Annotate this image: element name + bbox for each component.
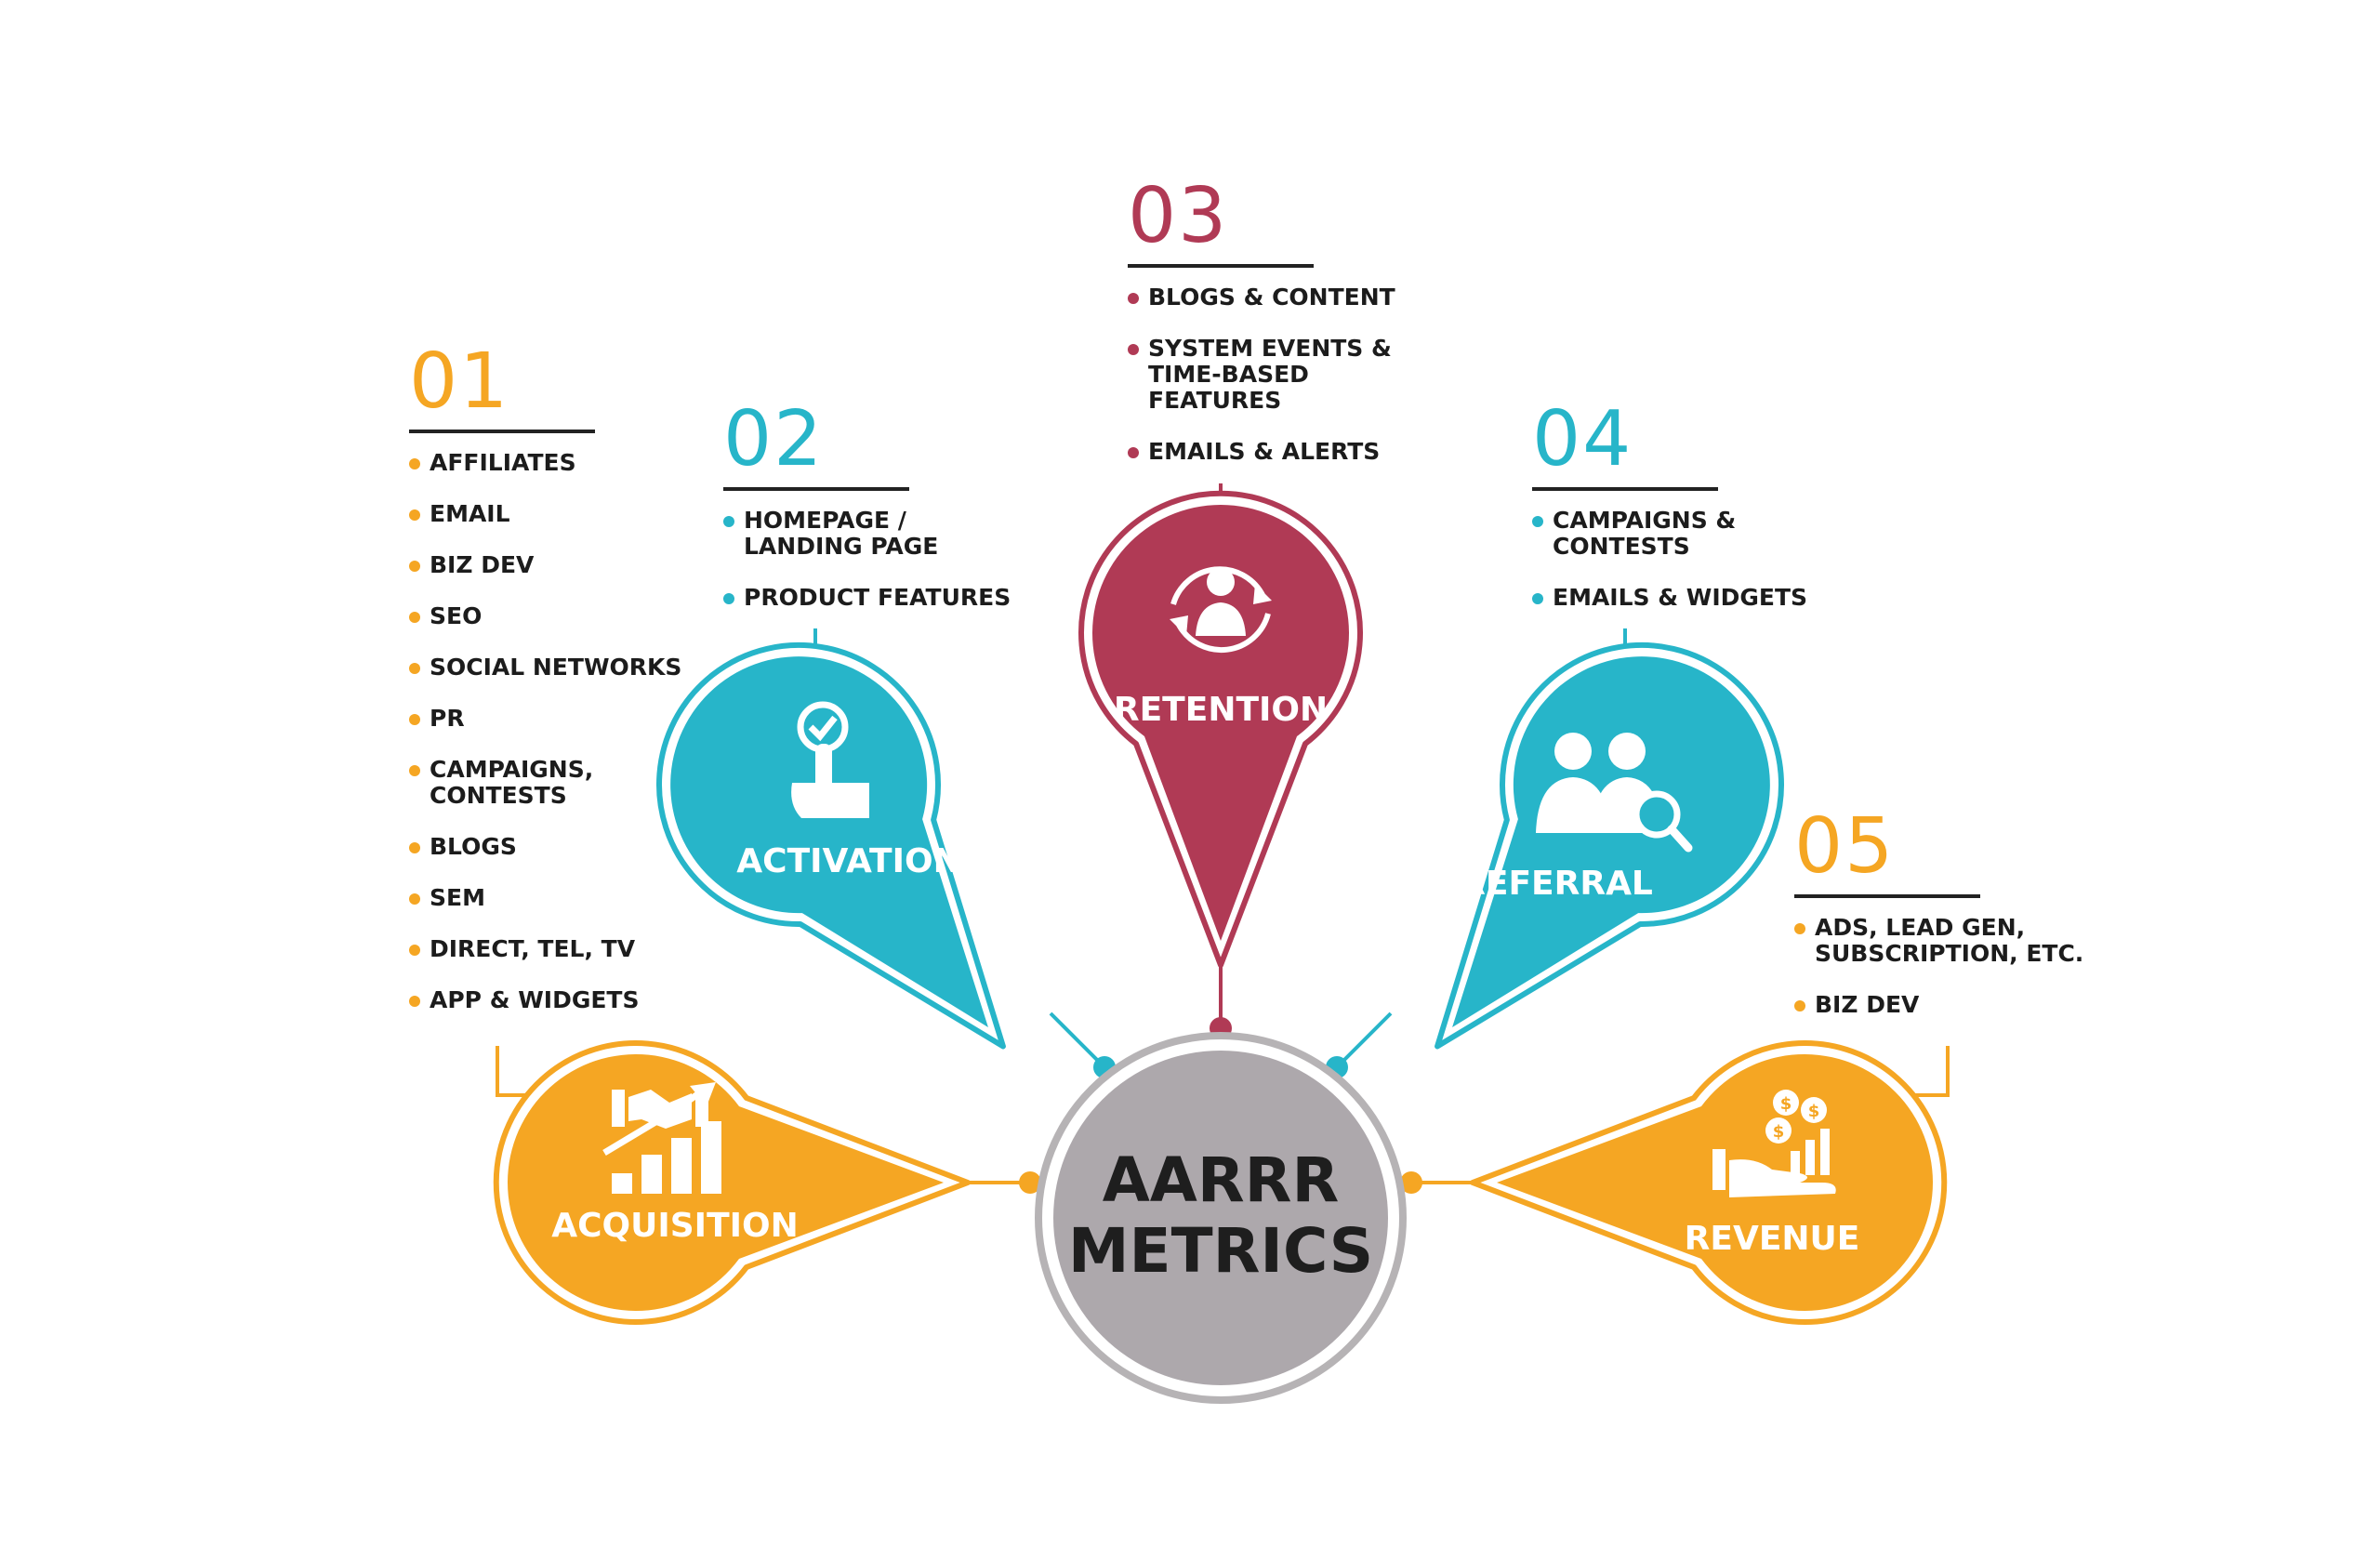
list-item: BLOGS & CONTENT [1128, 284, 1407, 311]
dot-acquisition [1019, 1171, 1041, 1194]
stage-rule-02 [723, 487, 909, 491]
stage-rule-03 [1128, 264, 1314, 268]
list-item: APP & WIDGETS [409, 987, 707, 1013]
stage-items-revenue: ADS, LEAD GEN,SUBSCRIPTION, ETC. BIZ DEV [1794, 915, 2092, 1018]
list-item: SEO [409, 603, 707, 629]
touch-check-icon [791, 701, 869, 818]
list-item: CAMPAIGNS,CONTESTS [409, 757, 707, 809]
list-item: BIZ DEV [409, 552, 707, 578]
list-item: EMAILS & WIDGETS [1532, 585, 1830, 611]
list-item: PRODUCT FEATURES [723, 585, 1021, 611]
stage-number-02: 02 [723, 395, 825, 483]
list-item: ADS, LEAD GEN,SUBSCRIPTION, ETC. [1794, 915, 2092, 967]
stage-label-retention: RETENTION [1114, 691, 1328, 729]
stage-rule-01 [409, 430, 595, 433]
list-item: SOCIAL NETWORKS [409, 654, 707, 681]
list-item: SEM [409, 885, 707, 911]
list-item: AFFILIATES [409, 450, 707, 476]
list-item: PR [409, 706, 707, 732]
stage-retention [1078, 490, 1363, 968]
stage-items-retention: BLOGS & CONTENT SYSTEM EVENTS &TIME-BASED… [1128, 284, 1407, 465]
stage-rule-04 [1532, 487, 1718, 491]
stage-items-activation: HOMEPAGE /LANDING PAGE PRODUCT FEATURES [723, 508, 1021, 611]
user-cycle-icon [1170, 566, 1272, 654]
handshake-growth-chart-icon [602, 1082, 721, 1194]
list-item: EMAIL [409, 501, 707, 527]
list-item: EMAILS & ALERTS [1128, 439, 1407, 465]
center-title-line2: METRICS [1068, 1215, 1373, 1287]
stage-label-acquisition: ACQUISITION [551, 1207, 799, 1245]
stage-items-acquisition: AFFILIATES EMAIL BIZ DEV SEO SOCIAL NETWORKS… [409, 450, 707, 1013]
stage-items-referral: CAMPAIGNS &CONTESTS EMAILS & WIDGETS [1532, 508, 1830, 611]
connector-referral-center [1335, 1012, 1393, 1069]
stage-revenue [1470, 1040, 1948, 1325]
people-search-icon [1536, 733, 1693, 853]
stage-number-01: 01 [409, 337, 510, 426]
stage-label-referral: REFERRAL [1460, 865, 1653, 903]
stage-label-revenue: REVENUE [1685, 1220, 1860, 1258]
stage-referral [1435, 641, 1784, 1050]
drop-fill-referral [1452, 656, 1770, 1027]
center-fill [1053, 1051, 1388, 1385]
stage-label-activation: ACTIVATION [736, 842, 960, 880]
drop-fill-activation [670, 656, 988, 1027]
stage-number-03: 03 [1128, 172, 1229, 260]
stage-block-05: 05 ADS, LEAD GEN,SUBSCRIPTION, ETC.BIZ D… [1794, 809, 2092, 1043]
list-item: HOMEPAGE /LANDING PAGE [723, 508, 1021, 560]
svg-text:$: $ [1808, 1102, 1820, 1121]
stage-activation [656, 641, 1006, 1050]
list-item: DIRECT, TEL, TV [409, 936, 707, 962]
list-item: BIZ DEV [1794, 992, 2092, 1018]
drop-fill-acquisition [508, 1054, 944, 1311]
center-circle: AARRR METRICS [1035, 1032, 1407, 1404]
svg-text:$: $ [1773, 1122, 1785, 1142]
stage-rule-05 [1794, 894, 1980, 898]
drop-fill-retention [1092, 505, 1349, 941]
stage-number-04: 04 [1532, 395, 1633, 483]
stage-number-05: 05 [1794, 802, 1896, 891]
money-hand-chart-icon: $ $ $ [1712, 1090, 1836, 1197]
connector-activation-center [1049, 1012, 1106, 1069]
list-item: BLOGS [409, 834, 707, 860]
list-item: CAMPAIGNS &CONTESTS [1532, 508, 1830, 560]
stage-acquisition [493, 1040, 971, 1325]
connector-dots [1019, 1017, 1422, 1194]
svg-text:$: $ [1780, 1094, 1792, 1114]
dot-revenue [1400, 1171, 1422, 1194]
center-title-line1: AARRR [1103, 1144, 1340, 1216]
